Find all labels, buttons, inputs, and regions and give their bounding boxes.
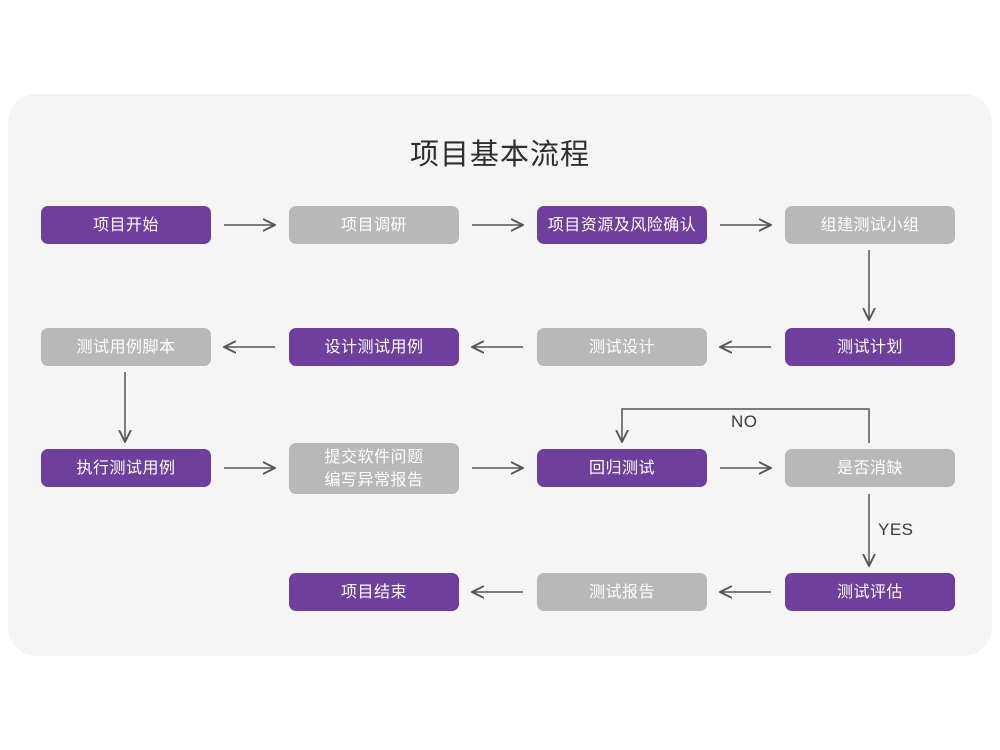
node-project-start[interactable]: 项目开始 (41, 206, 211, 244)
node-label: 项目开始 (92, 216, 159, 234)
node-label: 项目调研 (340, 216, 407, 234)
node-design-test-case[interactable]: 设计测试用例 (289, 328, 459, 366)
edge-label-yes: YES (878, 520, 914, 539)
node-label: 执行测试用例 (76, 459, 176, 477)
node-test-evaluation[interactable]: 测试评估 (785, 573, 955, 611)
page-title: 项目基本流程 (409, 139, 590, 171)
node-label: 是否消缺 (836, 459, 903, 477)
node-test-design[interactable]: 测试设计 (537, 328, 707, 366)
node-label: 设计测试用例 (324, 338, 424, 356)
node-project-end[interactable]: 项目结束 (289, 573, 459, 611)
node-label: 测试计划 (836, 338, 903, 356)
node-label: 测试报告 (588, 583, 655, 601)
edge-label-no: NO (731, 412, 758, 431)
node-label: 回归测试 (588, 459, 655, 477)
flowchart-card (8, 94, 992, 656)
node-label: 测试设计 (588, 338, 655, 356)
node-label: 项目结束 (340, 583, 407, 601)
node-test-case-script[interactable]: 测试用例脚本 (41, 328, 211, 366)
node-build-test-team[interactable]: 组建测试小组 (785, 206, 955, 244)
node-label: 测试用例脚本 (76, 338, 176, 356)
node-resource-risk-confirm[interactable]: 项目资源及风险确认 (537, 206, 707, 244)
node-regression-test[interactable]: 回归测试 (537, 449, 707, 487)
node-project-research[interactable]: 项目调研 (289, 206, 459, 244)
node-execute-test-case[interactable]: 执行测试用例 (41, 449, 211, 487)
node-label: 提交软件问题 编写异常报告 (324, 448, 424, 489)
node-label: 测试评估 (836, 583, 903, 601)
node-label: 项目资源及风险确认 (547, 216, 697, 234)
node-test-report[interactable]: 测试报告 (537, 573, 707, 611)
node-label: 组建测试小组 (820, 216, 920, 234)
node-test-plan[interactable]: 测试计划 (785, 328, 955, 366)
node-submit-issue-report[interactable]: 提交软件问题 编写异常报告 (289, 443, 459, 494)
node-defect-resolved[interactable]: 是否消缺 (785, 449, 955, 487)
